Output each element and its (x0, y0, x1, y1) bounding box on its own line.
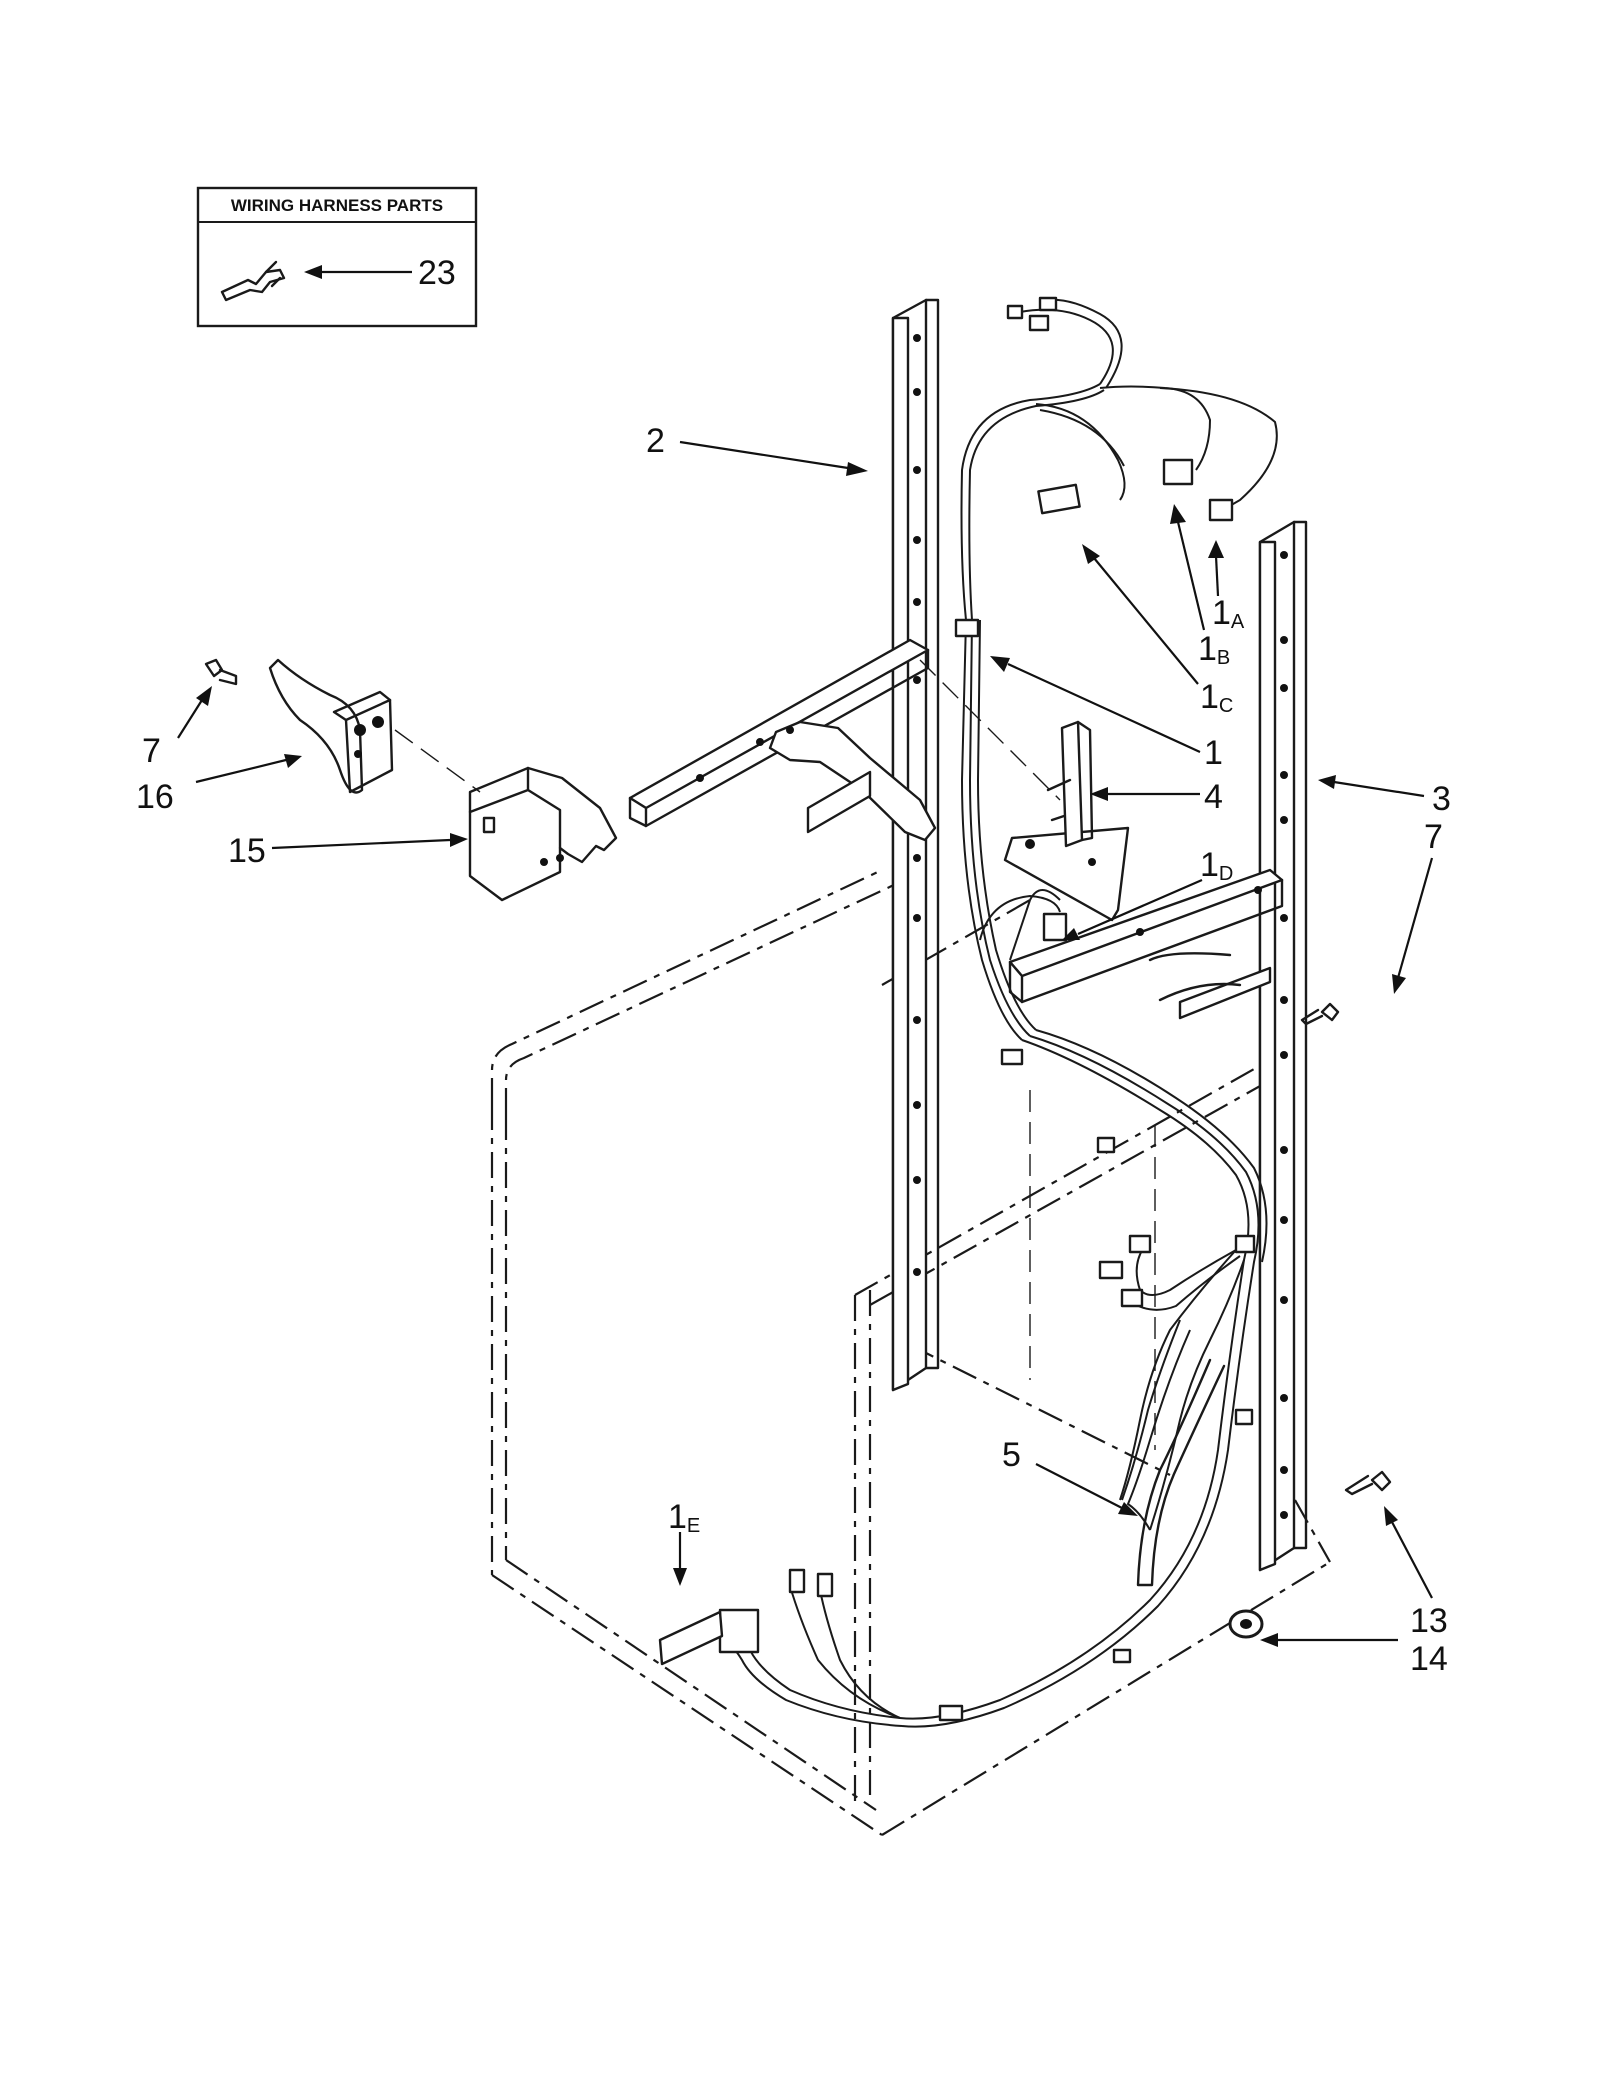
callout-23: 23 (418, 254, 456, 292)
leader-lines (177, 440, 1434, 1647)
screw-lower-right-icon (1344, 1470, 1392, 1496)
wiring-harness (658, 296, 1278, 1728)
callout-5: 5 (1002, 1436, 1021, 1474)
callout-1a: 1A (1212, 594, 1245, 633)
callout-3: 3 (1432, 780, 1451, 818)
lower-cross-brace (1008, 868, 1284, 1020)
screw-upper-left-icon (204, 658, 238, 686)
callout-7-left: 7 (142, 732, 161, 770)
callout-14: 14 (1410, 1640, 1448, 1678)
callout-1e: 1E (668, 1498, 700, 1537)
callout-2: 2 (646, 422, 665, 460)
right-rail (1258, 520, 1308, 1572)
callout-13: 13 (1410, 1602, 1448, 1640)
upper-cross-brace (628, 638, 937, 842)
wiring-harness-parts-title: WIRING HARNESS PARTS (231, 196, 443, 215)
callout-15: 15 (228, 832, 266, 870)
callout-16: 16 (136, 778, 174, 816)
callout-4: 4 (1204, 778, 1223, 816)
callout-1: 1 (1204, 734, 1223, 772)
mounting-bracket (468, 766, 618, 902)
callout-1c: 1C (1200, 678, 1233, 717)
callout-1d: 1D (1200, 846, 1233, 885)
cabinet-outline (490, 869, 1331, 1836)
bracket-plate (1003, 720, 1130, 922)
callout-1b: 1B (1198, 630, 1230, 669)
left-rail (891, 298, 940, 1392)
callout-7-right: 7 (1424, 818, 1443, 856)
callout-labels: 2 1A 1B 1C 1 4 3 7 1D 7 16 15 5 1E 13 14 (136, 422, 1451, 1678)
grommet-icon (1228, 1609, 1264, 1639)
screw-right-icon (1300, 1002, 1340, 1026)
terminal-pin-icon (220, 260, 286, 302)
drain-hose (1136, 1358, 1226, 1587)
wiring-harness-parts-box: WIRING HARNESS PARTS 23 (196, 186, 478, 328)
terminal-block (268, 658, 394, 794)
